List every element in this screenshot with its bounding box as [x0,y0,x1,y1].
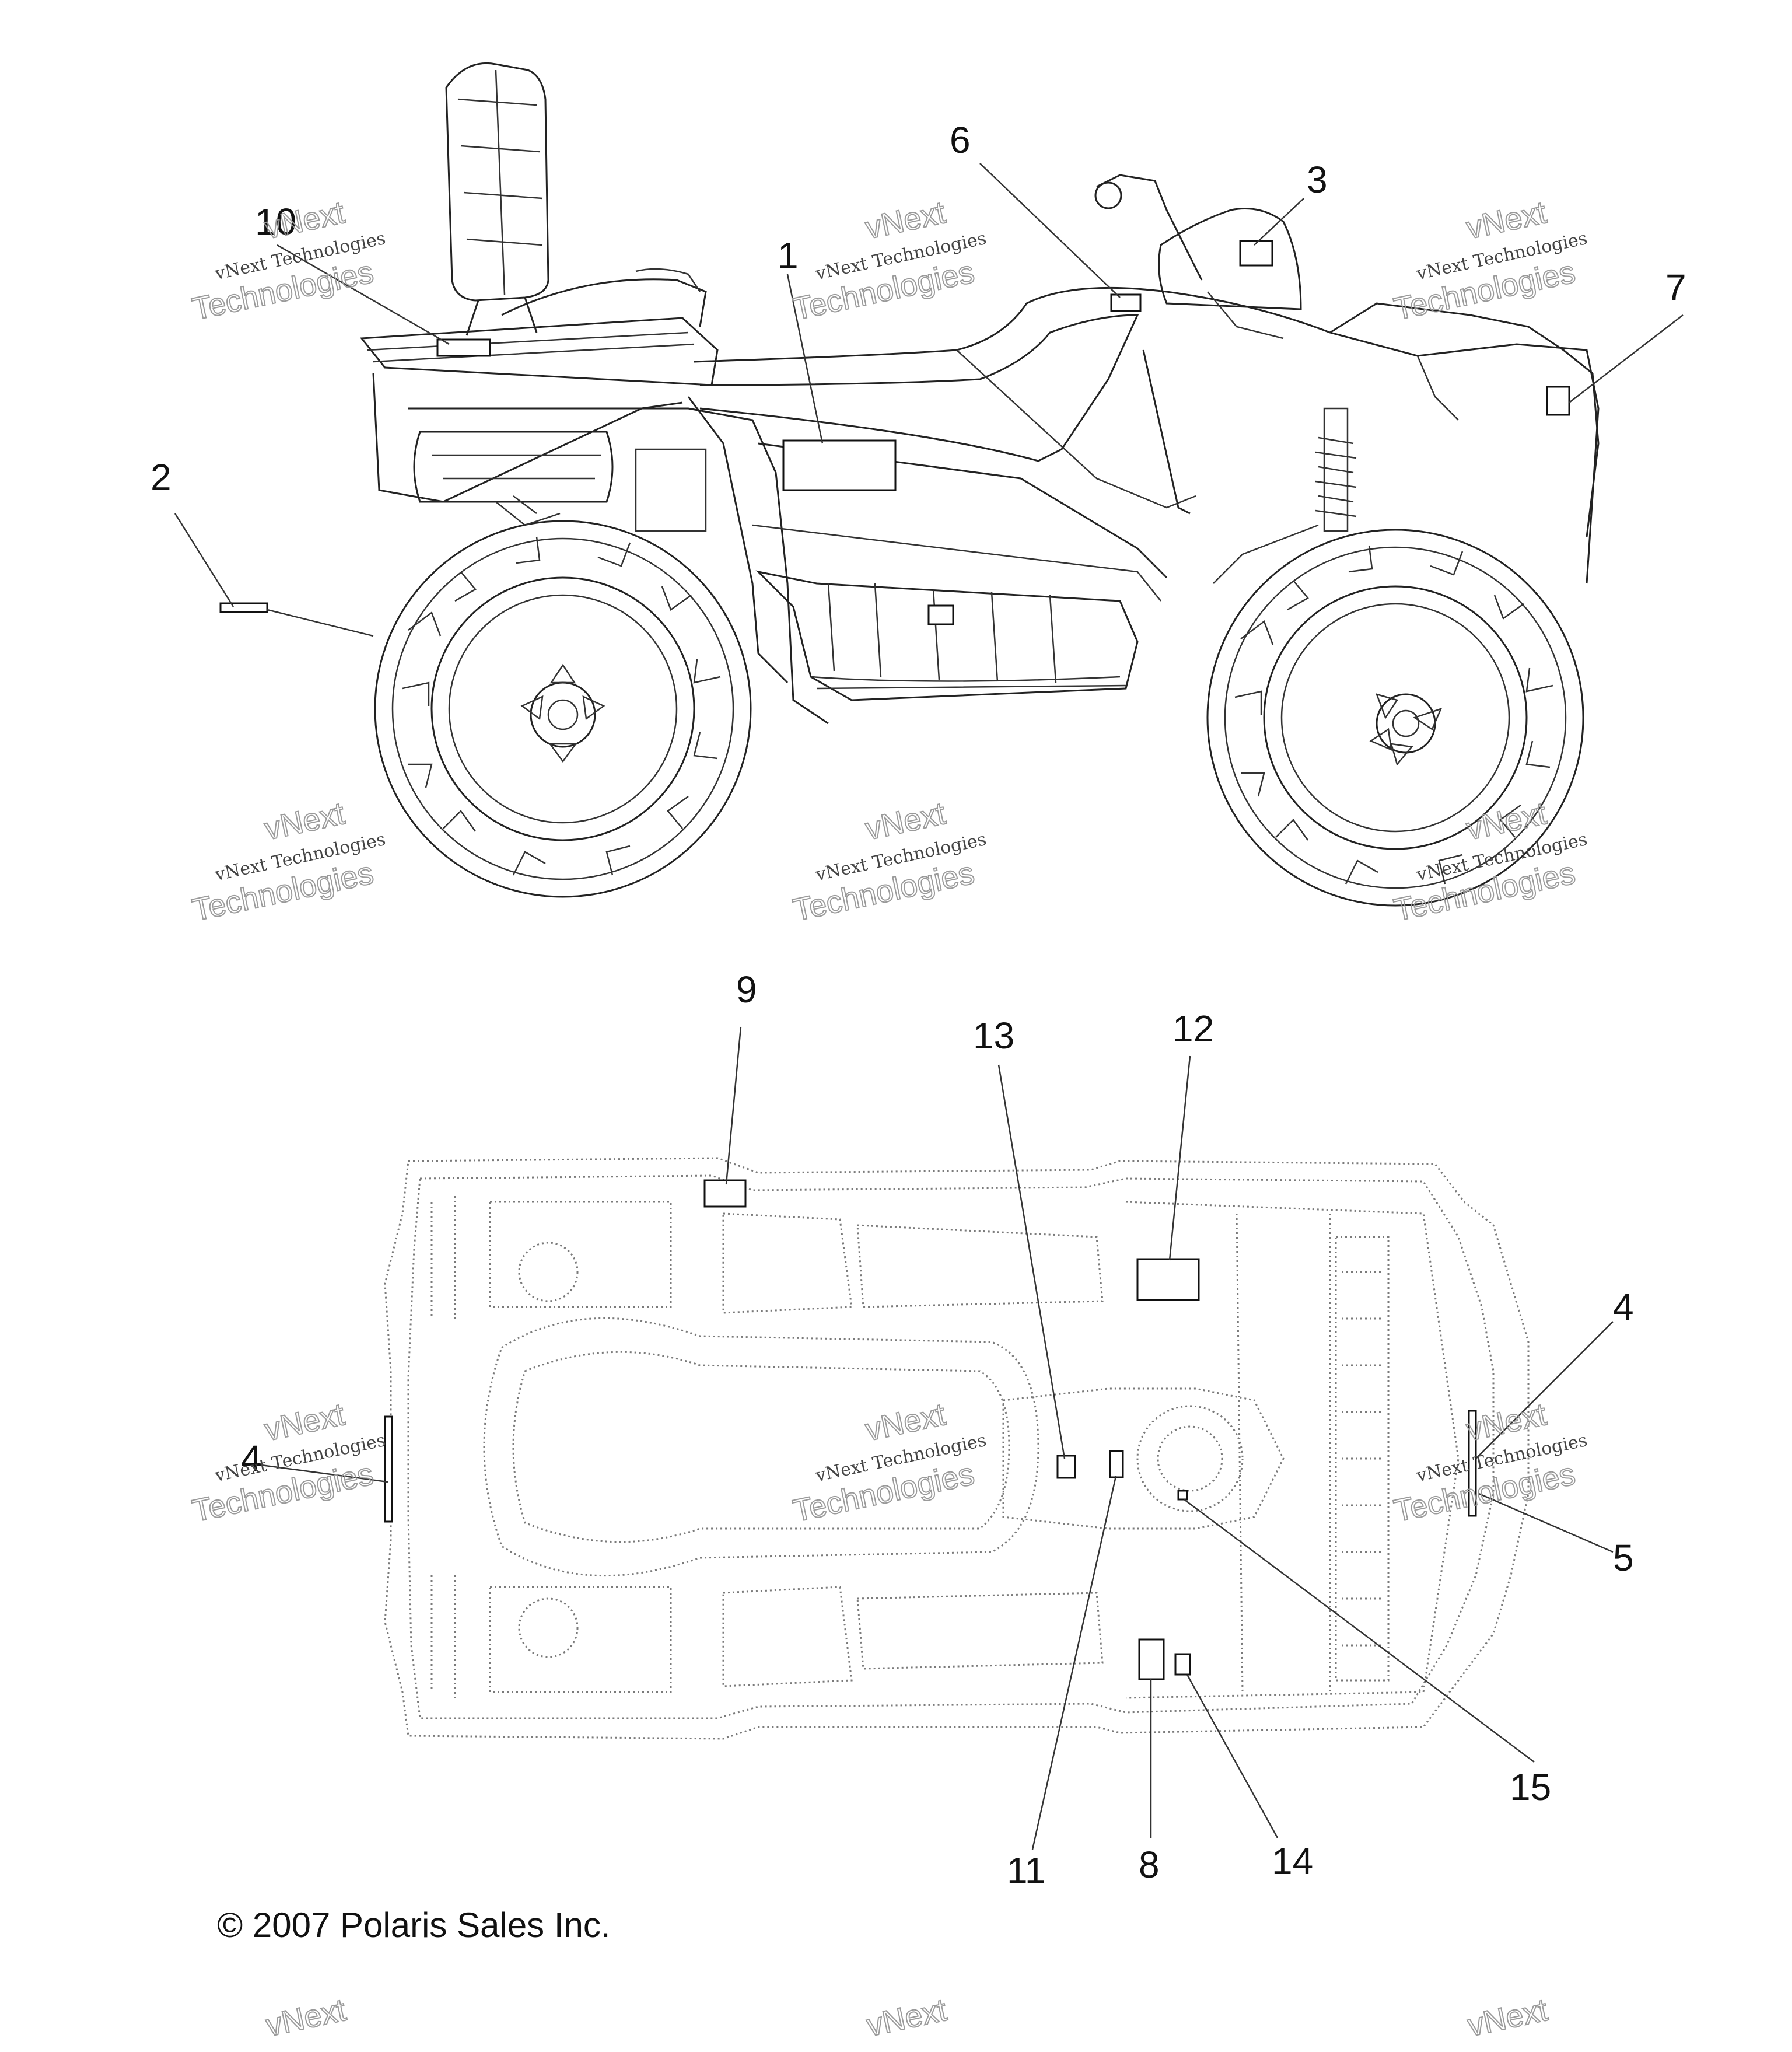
main-body [495,174,1600,701]
callout-8: 8 [1139,1844,1160,1886]
side-decals [219,240,1570,625]
decal-1 [782,439,897,491]
leader-lines [174,163,1684,1850]
copyright-notice: © 2007 Polaris Sales Inc. [217,1906,611,1945]
callout-1: 1 [778,235,799,277]
front-wheel [1206,529,1584,907]
callout-4-rear: 4 [241,1438,262,1480]
callout-9: 9 [736,969,757,1011]
rear-wheel [374,520,752,898]
decal-9 [704,1179,747,1208]
decal-12 [1136,1258,1200,1301]
rear-rack-and-fender [360,268,829,725]
callout-3: 3 [1307,159,1328,201]
top-decals [384,1179,1477,1680]
decal-7 [1546,386,1570,416]
decal-15 [1177,1490,1188,1501]
decal-13 [1056,1455,1076,1479]
svg-text:vNext: vNext [864,1992,950,2043]
callout-10: 10 [255,201,296,243]
callout-15: 15 [1510,1766,1551,1808]
decal-11 [1109,1450,1124,1478]
svg-text:vNext: vNext [263,1992,349,2043]
decal-3 [1239,240,1273,267]
callout-13: 13 [973,1015,1014,1057]
callout-14: 14 [1272,1840,1313,1882]
callout-11: 11 [1007,1850,1045,1892]
callout-5: 5 [1613,1537,1634,1579]
callout-12: 12 [1172,1008,1214,1050]
decal-6 [1110,293,1142,312]
decal-4-rear [384,1415,393,1523]
callout-7: 7 [1665,267,1686,309]
decal-8 [1138,1638,1165,1680]
decal-14 [1174,1653,1191,1676]
atv-side-view [219,62,1600,907]
callout-6: 6 [950,119,971,161]
decal-2 [219,602,268,613]
callout-4-front: 4 [1613,1286,1634,1328]
svg-text:vNext: vNext [1465,1992,1551,2043]
passenger-backrest [445,62,550,336]
atv-top-view [384,1157,1530,1740]
decal-4-front [1468,1410,1477,1517]
callout-numbers: 1 2 3 6 7 10 9 13 12 4 4 5 15 11 8 14 [150,119,1686,1892]
callout-2: 2 [150,456,172,498]
decal-10 [436,338,491,357]
decal-side-floor [928,604,954,625]
